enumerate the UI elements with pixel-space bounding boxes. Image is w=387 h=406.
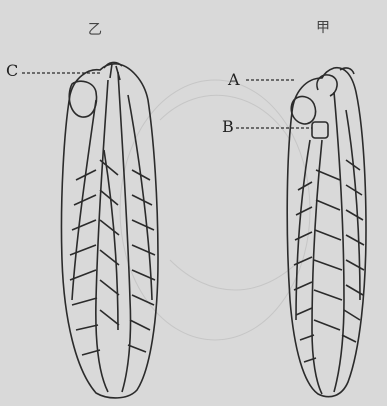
left-wing-title: 乙 <box>88 22 102 38</box>
label-a: A <box>228 72 240 88</box>
left-wing <box>61 62 158 398</box>
background-ghost <box>120 80 310 340</box>
label-c: C <box>6 63 18 79</box>
right-wing <box>287 68 366 397</box>
label-b: B <box>222 119 234 135</box>
right-wing-title: 甲 <box>316 20 330 36</box>
